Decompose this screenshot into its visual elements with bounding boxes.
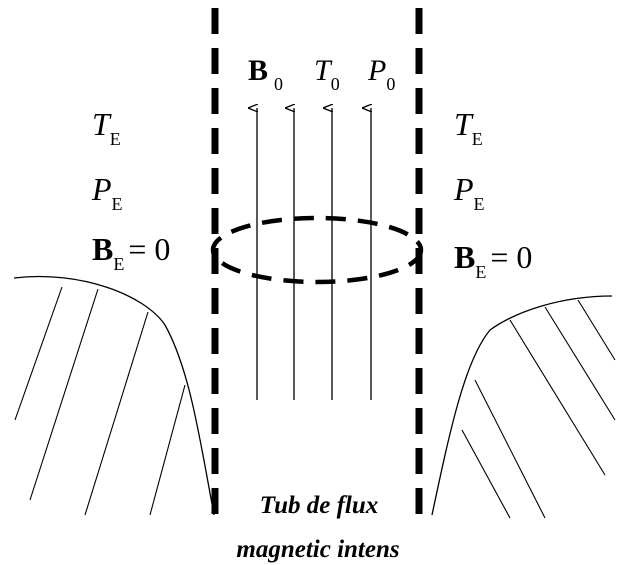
left-field-value: = 0 bbox=[128, 231, 170, 267]
left-hatch-line bbox=[29, 288, 99, 501]
svg-text:BE= 0: BE= 0 bbox=[454, 239, 532, 282]
right-temp-symbol: T bbox=[454, 106, 474, 142]
magnetic-field-lines bbox=[257, 108, 371, 400]
caption-line-1: Tub de flux bbox=[260, 492, 379, 519]
right-hatch-line bbox=[509, 319, 606, 476]
center-press-sub: 0 bbox=[386, 74, 395, 94]
left-temp-symbol: T bbox=[92, 106, 112, 142]
left-field-sub: E bbox=[113, 254, 124, 274]
right-field-sub: E bbox=[475, 262, 486, 282]
left-hatch-line bbox=[149, 384, 186, 516]
right-hatch-line bbox=[577, 299, 616, 361]
center-field-sub: 0 bbox=[274, 74, 283, 94]
left-field-symbol: B bbox=[92, 231, 113, 267]
right-labels: TE PE BE= 0 bbox=[453, 106, 532, 282]
svg-text:BE= 0: BE= 0 bbox=[92, 231, 170, 274]
svg-text:TE: TE bbox=[92, 106, 121, 149]
right-press-sub: E bbox=[474, 194, 485, 214]
tube-cross-section-ellipse bbox=[210, 215, 424, 285]
right-hatch-line bbox=[544, 306, 616, 421]
caption-line-2: magnetic intens bbox=[236, 536, 399, 563]
right-field-symbol: B bbox=[454, 239, 475, 275]
left-press-sub: E bbox=[112, 194, 123, 214]
right-press-symbol: P bbox=[453, 171, 474, 207]
center-press-symbol: P bbox=[367, 54, 386, 87]
right-field-value: = 0 bbox=[490, 239, 532, 275]
right-hatch-line bbox=[461, 429, 511, 519]
svg-text:PE: PE bbox=[91, 171, 123, 214]
svg-text:T0: T0 bbox=[314, 54, 340, 94]
left-labels: TE PE BE= 0 bbox=[91, 106, 170, 274]
right-surface-region bbox=[431, 295, 616, 519]
right-hatch-line bbox=[474, 379, 546, 519]
center-temp-sub: 0 bbox=[331, 74, 340, 94]
right-surface-boundary bbox=[431, 295, 613, 516]
left-temp-sub: E bbox=[110, 129, 121, 149]
right-temp-sub: E bbox=[472, 129, 483, 149]
left-surface-region bbox=[13, 275, 215, 516]
center-temp-symbol: T bbox=[314, 54, 333, 87]
left-surface-boundary bbox=[13, 275, 215, 516]
svg-text:B0: B0 bbox=[248, 54, 283, 94]
left-hatch-line bbox=[14, 286, 63, 421]
left-press-symbol: P bbox=[91, 171, 112, 207]
svg-text:PE: PE bbox=[453, 171, 485, 214]
left-hatch-line bbox=[84, 311, 149, 516]
svg-text:TE: TE bbox=[454, 106, 483, 149]
svg-text:P0: P0 bbox=[367, 54, 395, 94]
center-field-symbol: B bbox=[248, 54, 268, 87]
